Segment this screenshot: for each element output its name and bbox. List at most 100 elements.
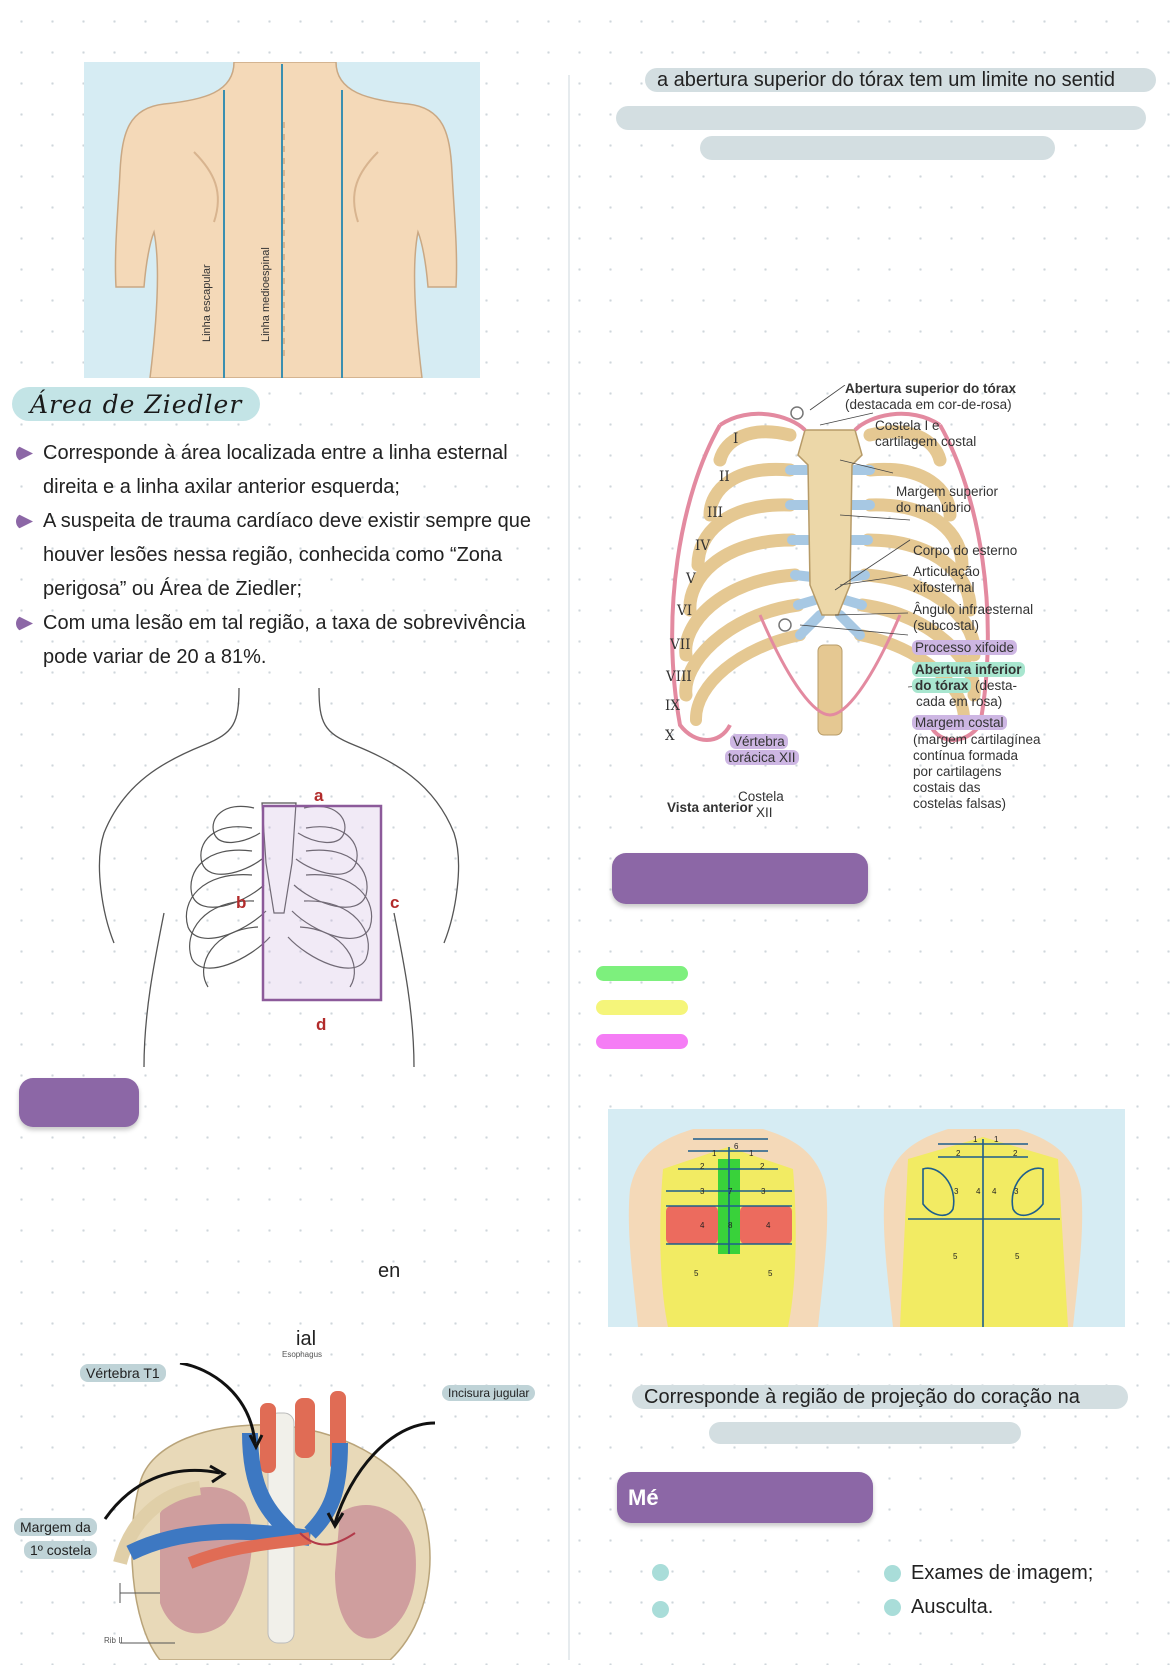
ziedler-label-b: b (236, 893, 247, 912)
ziedler-bullets: Corresponde à área localizada entre a li… (14, 436, 559, 674)
method-exames: Exames de imagem; (911, 1562, 1094, 1584)
metodos-header: Mé (617, 1472, 873, 1523)
label-esophagus: Esophagus (282, 1350, 323, 1359)
bullet-dot-4 (884, 1599, 901, 1616)
ziedler-label-d: d (316, 1015, 327, 1034)
region-num-back-1b: 1 (994, 1135, 999, 1144)
highlight-projection-line-2 (709, 1422, 1021, 1444)
ziedler-title-pill: Área de Ziedler (12, 387, 261, 421)
region-num-front-6: 6 (734, 1142, 739, 1151)
fragment-en: en (378, 1260, 401, 1282)
bullet-dot-3 (884, 1565, 901, 1582)
bullet-icon (16, 445, 33, 462)
label-xifosternal: xifosternal (913, 580, 975, 595)
region-num-back-4a: 4 (976, 1187, 981, 1196)
region-num-back-3a: 3 (954, 1187, 959, 1196)
label-mc5: costelas falsas) (913, 796, 1007, 811)
region-num-front-2a: 2 (700, 1162, 705, 1171)
region-num-front-4a: 4 (700, 1221, 705, 1230)
roman-iii: III (707, 505, 723, 521)
ziedler-label-c: c (390, 893, 400, 912)
region-num-back-1a: 1 (973, 1135, 978, 1144)
mediastinum-svg (103, 1361, 436, 1661)
mediastinum-figure: Vértebra T1 Esophagus Incisura jugular M… (10, 1350, 540, 1661)
label-mc3: por cartilagens (913, 764, 1002, 779)
roman-iv: IV (695, 538, 711, 554)
label-abertura-superior: Abertura superior do tórax (845, 381, 1017, 396)
region-num-front-3a: 3 (700, 1187, 705, 1196)
region-num-back-3b: 3 (1014, 1187, 1019, 1196)
thorax-regions-svg (628, 1129, 1083, 1327)
label-vertebra: Vértebra (730, 734, 788, 749)
label-toracica-xii: torácica XII (725, 750, 799, 765)
legend-pink (596, 1034, 688, 1049)
roman-x: X (665, 728, 675, 744)
label-mc4: costais das (913, 780, 981, 795)
bullet-dot-2 (652, 1601, 669, 1618)
method-ausculta: Ausculta. (911, 1596, 994, 1618)
metodos-label: Mé (628, 1484, 659, 1510)
highlight-line-3 (700, 136, 1055, 160)
label-cada-rosa: cada em rosa) (916, 694, 1003, 709)
label-margem-costal: Margem costal (912, 715, 1007, 730)
ziedler-chest-figure: a b c d (84, 683, 474, 1068)
label-articulacao: Articulação (913, 564, 980, 579)
bullet-icon (16, 615, 33, 632)
region-num-back-2b: 2 (1013, 1149, 1018, 1158)
region-num-back-2a: 2 (956, 1149, 961, 1158)
label-do-torax: do tórax (912, 678, 972, 693)
tag-incisura-jugular: Incisura jugular (442, 1385, 536, 1401)
region-num-front-5a: 5 (694, 1269, 699, 1278)
label-abertura-superior-sub: (destacada em cor-de-rosa) (845, 397, 1012, 412)
fragment-ial: ial (296, 1328, 317, 1350)
tag-margem-line1: Margem da (14, 1518, 97, 1536)
label-processo-xifoide: Processo xifoide (912, 640, 1018, 655)
list-item: Com uma lesão em tal região, a taxa de s… (14, 606, 559, 674)
roman-ix: IX (665, 698, 680, 714)
right-section-header-1 (612, 853, 868, 904)
thorax-regions-figure: 6 1 1 2 2 3 7 3 4 8 4 5 5 1 1 2 2 3 4 4 … (608, 1109, 1125, 1327)
rib-cage-figure: Abertura superior do tórax (destacada em… (640, 381, 1110, 825)
legend-green (596, 966, 688, 981)
region-num-front-2b: 2 (760, 1162, 765, 1171)
back-figure-svg (114, 62, 458, 378)
highlight-line-2 (616, 106, 1146, 130)
label-angulo: Ângulo infraesternal (913, 602, 1034, 617)
label-medioespinal-line: Linha medioespinal (260, 247, 272, 342)
label-costela-i: Costela I e (875, 418, 940, 433)
label-costela-xii-1: Costela (738, 789, 784, 804)
region-num-back-4b: 4 (992, 1187, 997, 1196)
region-num-front-7: 7 (728, 1187, 733, 1196)
legend-yellow (596, 1000, 688, 1015)
roman-vi: VI (677, 603, 693, 619)
label-abertura-inferior: Abertura inferior (912, 662, 1025, 677)
region-num-front-8: 8 (728, 1221, 733, 1230)
rib-cage-svg (670, 384, 990, 742)
ziedler-title: Área de Ziedler (30, 389, 243, 419)
label-costela-xii-2: XII (756, 805, 773, 820)
label-cartilagem: cartilagem costal (875, 434, 977, 449)
region-num-front-1b: 1 (749, 1149, 754, 1158)
label-do-manubrio: do manúbrio (896, 500, 972, 515)
region-num-back-5a: 5 (953, 1252, 958, 1261)
chest-outline-svg (98, 687, 460, 1068)
list-item: A suspeita de trauma cardíaco deve exist… (14, 504, 559, 606)
label-subcostal: (subcostal) (913, 618, 980, 633)
list-item: Corresponde à área localizada entre a li… (14, 436, 559, 504)
tag-margem-line2: 1º costela (24, 1541, 98, 1559)
label-corpo-esterno: Corpo do esterno (913, 543, 1018, 558)
bullet-dot-1 (652, 1564, 669, 1581)
highlight-line-1: a abertura superior do tórax tem um limi… (645, 68, 1156, 92)
region-num-back-5b: 5 (1015, 1252, 1020, 1261)
roman-vii: VII (670, 637, 691, 653)
back-illustration: Linha escapular Linha medioespinal (84, 62, 480, 378)
highlight-projection-line: Corresponde à região de projeção do cora… (632, 1385, 1128, 1409)
roman-viii: VIII (666, 669, 692, 685)
region-num-front-1a: 1 (712, 1149, 717, 1158)
label-mc2: contínua formada (913, 748, 1019, 763)
label-rib-ii: Rib II (104, 1636, 123, 1645)
roman-ii: II (719, 469, 730, 485)
ziedler-label-a: a (314, 786, 324, 805)
label-vista-anterior: Vista anterior (667, 800, 754, 815)
label-margem-superior: Margem superior (896, 484, 999, 499)
